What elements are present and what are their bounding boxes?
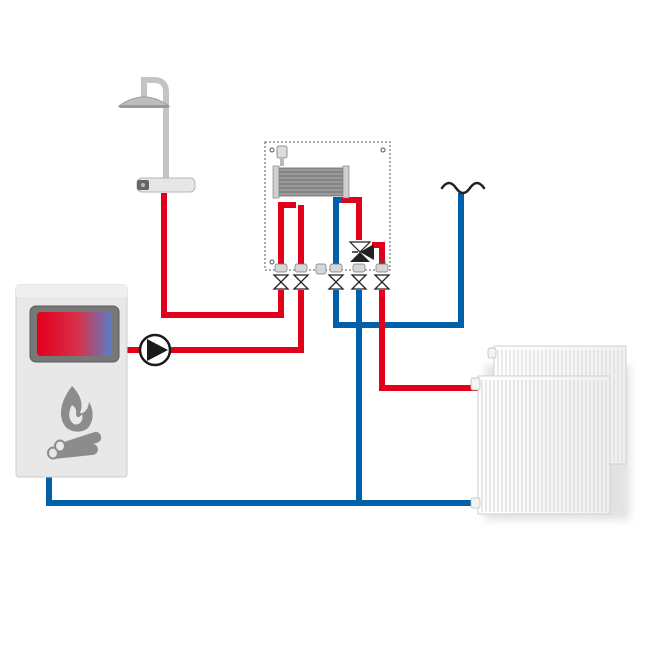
plate-heat-exchanger-icon <box>272 165 350 199</box>
mixer-hot-pipe <box>342 197 362 240</box>
cold-pipe-station <box>333 193 464 328</box>
valve-icon <box>350 274 368 290</box>
wood-fire-boiler-icon <box>15 284 128 478</box>
radiator-flow-pipe <box>379 290 478 391</box>
shower-hot-pipe <box>161 193 284 318</box>
pipe-fittings <box>274 263 389 275</box>
water-supply-icon <box>440 181 486 195</box>
air-vent-icon <box>276 145 288 166</box>
station-hot-riser <box>278 202 296 270</box>
cold-pipes <box>46 193 480 506</box>
shutoff-valves <box>272 274 391 290</box>
heat-exchanger-station <box>264 141 391 275</box>
boiler-flow-pipe <box>126 290 304 353</box>
logs-icon <box>47 431 102 460</box>
valve-icon <box>292 274 310 290</box>
valve-icon <box>373 274 391 290</box>
rain-shower-icon <box>117 77 196 193</box>
station-frame <box>264 141 391 271</box>
cold-pipe-exchanger <box>333 197 342 270</box>
valve-icon <box>327 274 345 290</box>
return-pipe-main <box>46 476 480 506</box>
panel-radiator-icon <box>470 345 630 520</box>
mixer-side-pipe <box>372 242 385 270</box>
flame-icon <box>60 386 93 432</box>
pump-icon <box>138 333 172 367</box>
valve-icon <box>272 274 290 290</box>
hot-pipes <box>126 193 478 391</box>
three-way-valve-icon <box>348 241 374 262</box>
